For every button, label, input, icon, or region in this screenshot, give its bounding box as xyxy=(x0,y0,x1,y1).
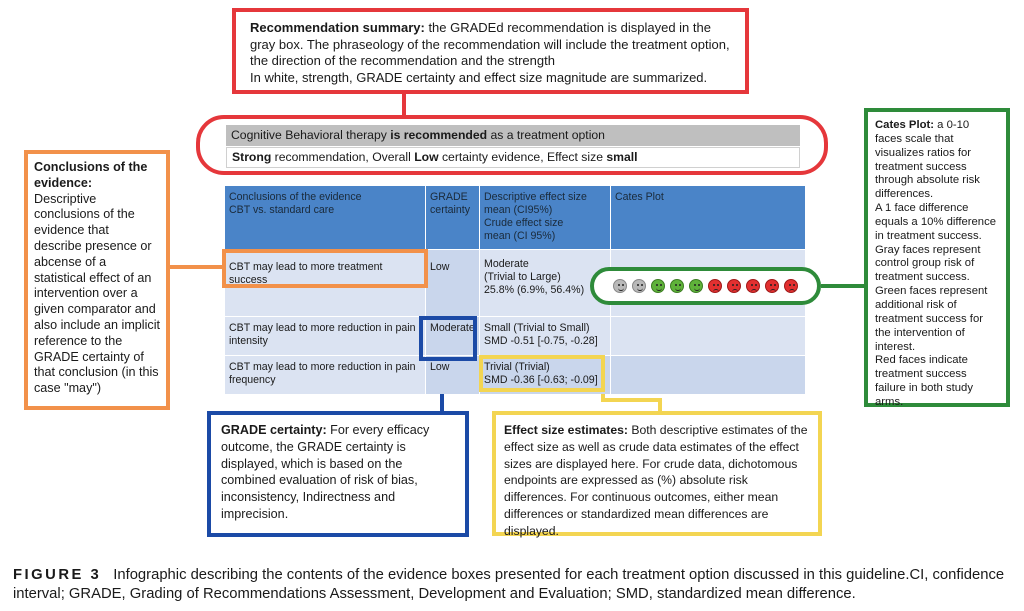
recommendation-white-box: Strong recommendation, Overall Low certa… xyxy=(226,147,800,168)
table-row-1-conclusion: CBT may lead to more treatment success xyxy=(225,250,425,316)
gray-face-icon xyxy=(613,279,627,293)
rec-certainty: Low xyxy=(414,150,439,164)
conclusions-callout: Conclusions of the evidence: Descriptive… xyxy=(24,150,170,410)
table-header-conclusions: Conclusions of the evidence CBT vs. stan… xyxy=(225,186,425,249)
rec-white-text2: certainty evidence, Effect size xyxy=(438,150,607,164)
conclusions-text: Descriptive conclusions of the evidence … xyxy=(34,191,160,396)
row1-effect-line1: Moderate xyxy=(484,258,529,270)
effect-title: Effect size estimates: xyxy=(504,423,628,437)
row3-conclusion-line2: frequency xyxy=(229,374,276,386)
rec-gray-pre: Cognitive Behavioral therapy xyxy=(231,128,391,142)
row3-effect-line2: SMD -0.36 [-0.63; -0.09] xyxy=(484,374,598,386)
rec-gray-post: as a treatment option xyxy=(487,128,605,142)
connector-cates xyxy=(821,284,866,288)
header-col1-line1: Conclusions of the evidence xyxy=(229,191,362,203)
table-header-effect: Descriptive effect size mean (CI95%) Cru… xyxy=(480,186,610,249)
header-col3-line3: Crude effect size xyxy=(484,217,564,229)
cates-text: a 0-10 faces scale that visualizes ratio… xyxy=(875,119,980,201)
gray-face-icon xyxy=(632,279,646,293)
table-row-2-grade: Moderate xyxy=(426,317,479,355)
cates-p5: Red faces indicate treatment success fai… xyxy=(875,354,973,408)
table-row-3-conclusion: CBT may lead to more reduction in pain f… xyxy=(225,356,425,394)
green-face-icon xyxy=(651,279,665,293)
conclusions-title: Conclusions of the evidence: xyxy=(34,160,148,190)
cates-p3: Gray faces represent control group risk … xyxy=(875,243,981,284)
recommendation-summary-callout: Recommendation summary: the GRADEd recom… xyxy=(232,8,749,94)
header-col3-line2: mean (CI95%) xyxy=(484,204,553,216)
table-row-2-conclusion: CBT may lead to more reduction in pain i… xyxy=(225,317,425,355)
recommendation-gray-box: Cognitive Behavioral therapy is recommen… xyxy=(226,125,800,146)
row2-effect-line1: Small (Trivial to Small) xyxy=(484,322,590,334)
red-face-icon xyxy=(708,279,722,293)
connector-effect-h xyxy=(601,398,662,402)
table-row-2-effect: Small (Trivial to Small) SMD -0.51 [-0.7… xyxy=(480,317,610,355)
header-col3-line4: mean (CI 95%) xyxy=(484,230,556,242)
cates-plot-highlight xyxy=(590,267,821,305)
red-face-icon xyxy=(727,279,741,293)
row2-effect-line2: SMD -0.51 [-0.75, -0.28] xyxy=(484,335,598,347)
table-row-3-grade: Low xyxy=(426,356,479,394)
cates-title: Cates Plot: xyxy=(875,119,935,131)
table-header-cates: Cates Plot xyxy=(611,186,805,249)
effect-text: Both descriptive estimates of the effect… xyxy=(504,423,808,538)
connector-recsum xyxy=(402,94,406,116)
recsum-text: the GRADEd recommendation is displayed i… xyxy=(250,20,730,68)
table-row-3-cates xyxy=(611,356,805,394)
header-col3-line1: Descriptive effect size xyxy=(484,191,587,203)
conclusion-highlight xyxy=(222,249,428,288)
grade-title: GRADE certainty: xyxy=(221,423,327,437)
green-face-icon xyxy=(670,279,684,293)
table-header-grade: GRADE certainty xyxy=(426,186,479,249)
cates-p4: Green faces represent additional risk of… xyxy=(875,285,988,353)
green-face-icon xyxy=(689,279,703,293)
red-face-icon xyxy=(746,279,760,293)
recsum-text2: In white, strength, GRADE certainty and … xyxy=(250,69,708,85)
row1-effect-line3: 25.8% (6.9%, 56.4%) xyxy=(484,284,585,296)
header-col2-line2: certainty xyxy=(430,204,471,216)
recommendation-highlight xyxy=(196,115,828,175)
red-face-icon xyxy=(784,279,798,293)
header-col4: Cates Plot xyxy=(615,191,664,203)
recsum-title: Recommendation summary: xyxy=(250,20,425,35)
effect-size-callout: Effect size estimates: Both descriptive … xyxy=(492,411,822,538)
rec-white-text1: recommendation, Overall xyxy=(271,150,415,164)
rec-gray-bold: is recommended xyxy=(390,128,488,142)
cates-p2: A 1 face difference equals a 10% differe… xyxy=(875,202,997,242)
rec-effect-size: small xyxy=(606,150,638,164)
header-col2-line1: GRADE xyxy=(430,191,468,203)
header-col1-line2: CBT vs. standard care xyxy=(229,204,335,216)
rec-strength: Strong xyxy=(232,150,272,164)
connector-effect-v2 xyxy=(658,398,662,412)
figure-label: FIGURE 3 xyxy=(13,567,102,583)
grade-certainty-callout: GRADE certainty: For every efficacy outc… xyxy=(207,411,469,537)
table-row-2-cates xyxy=(611,317,805,355)
row3-conclusion-line1: CBT may lead to more reduction in pain xyxy=(229,361,416,373)
connector-effect-v1 xyxy=(601,390,605,402)
effect-highlight xyxy=(479,355,605,392)
row1-effect-line2: (Trivial to Large) xyxy=(484,271,561,283)
table-row-3-effect: Trivial (Trivial) SMD -0.36 [-0.63; -0.0… xyxy=(480,356,610,394)
row1-grade: Low xyxy=(430,261,450,273)
table-row-1-effect: Moderate (Trivial to Large) 25.8% (6.9%,… xyxy=(480,250,610,316)
caption-text: Infographic describing the contents of t… xyxy=(13,567,1005,602)
row2-grade: Moderate xyxy=(430,322,475,334)
row3-effect-line1: Trivial (Trivial) xyxy=(484,361,550,373)
connector-conclusions xyxy=(170,265,222,269)
table-row-1-grade: Low xyxy=(426,250,479,316)
row3-grade: Low xyxy=(430,361,450,373)
row1-conclusion: CBT may lead to more treatment success xyxy=(229,261,383,286)
row2-conclusion-line2: intensity xyxy=(229,335,268,347)
grade-highlight xyxy=(419,316,477,361)
row2-conclusion-line1: CBT may lead to more reduction in pain xyxy=(229,322,416,334)
cates-plot-callout: Cates Plot: a 0-10 faces scale that visu… xyxy=(864,108,1010,408)
grade-text: For every efficacy outcome, the GRADE ce… xyxy=(221,423,430,521)
red-face-icon xyxy=(765,279,779,293)
